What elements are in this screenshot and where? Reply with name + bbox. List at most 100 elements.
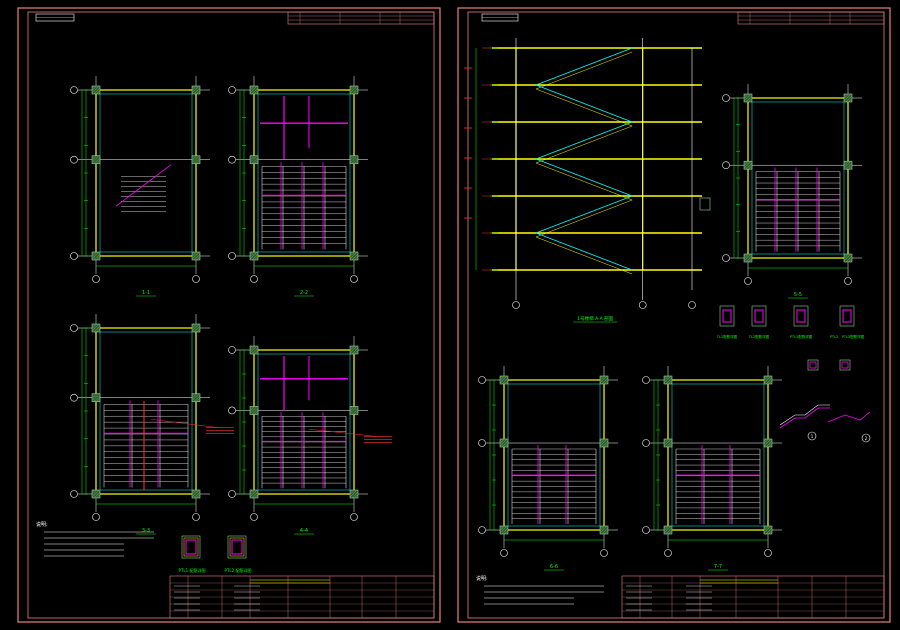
leader-line [308, 428, 377, 437]
column-hatch-icon [843, 93, 853, 103]
wall-outline [667, 379, 769, 531]
column-hatch-icon [699, 197, 711, 211]
column-hatch-icon [599, 375, 609, 385]
column-hatch-icon [249, 85, 259, 95]
axis-bubble-icon [92, 275, 100, 283]
axis-bubble-icon [228, 406, 236, 415]
axis-bubble-icon [600, 549, 608, 557]
sheet-right-inner-border [467, 11, 885, 619]
inner-outline [257, 93, 351, 253]
view-label: 2-2 [300, 290, 308, 296]
sheet-left-title-block [169, 575, 435, 619]
column-hatch-icon [743, 253, 753, 263]
stair-flight-soffit [535, 199, 633, 238]
rebar-detail [839, 359, 851, 371]
axis-bubble-icon [250, 513, 258, 521]
wall-outline [253, 349, 355, 495]
callout-number: 1 [811, 434, 814, 439]
column-hatch-icon [249, 489, 259, 499]
stair-plan-view: 3-3 [70, 314, 234, 535]
sheet-right-notes-heading: 说明: [476, 575, 488, 582]
axis-bubble-icon [228, 490, 236, 498]
axis-bubble-icon [192, 275, 200, 283]
column-hatch-icon [191, 393, 201, 403]
stair-plan-view: 7-7 [642, 366, 782, 571]
axis-bubble-icon [478, 439, 486, 447]
rebar-line [115, 164, 172, 207]
stair-plan-view: 1-1 [70, 76, 210, 297]
inner-outline [751, 101, 845, 255]
sheet-left-notes [44, 531, 154, 557]
stair-plan-view: 6-6 [478, 366, 618, 571]
axis-bubble-icon [70, 393, 78, 402]
axis-bubble-icon [512, 301, 520, 309]
view-label: 1号楼梯 A-A 剖面 [577, 315, 613, 322]
inner-outline [507, 383, 601, 527]
axis-bubble-icon [478, 376, 486, 384]
rebar-detail-label: TL1配筋详图 [716, 334, 738, 339]
sheet-right-title-block [621, 575, 885, 619]
column-hatch-icon [91, 489, 101, 499]
axis-bubble-icon [228, 155, 236, 164]
stair-plan-view: 4-4 [228, 336, 392, 535]
view-label: 3-3 [142, 528, 150, 534]
axis-bubble-icon [722, 94, 730, 102]
axis-bubble-icon [228, 86, 236, 94]
rebar-detail: PTL2、PTL3配筋详图 [830, 305, 865, 339]
column-hatch-icon [249, 251, 259, 261]
axis-bubble-icon [192, 513, 200, 521]
inner-outline [257, 353, 351, 491]
column-hatch-icon [249, 155, 259, 165]
stair-flight-soffit [535, 162, 633, 201]
inner-outline [671, 383, 765, 527]
wall-outline [503, 379, 605, 531]
axis-bubble-icon [642, 439, 650, 447]
column-hatch-icon [91, 393, 101, 403]
leader-line [150, 419, 219, 428]
wall-outline [95, 327, 197, 495]
column-hatch-icon [349, 85, 359, 95]
rebar-detail-label: TL2配筋详图 [748, 334, 770, 339]
axis-bubble-icon [228, 346, 236, 354]
column-hatch-icon [349, 345, 359, 355]
rebar-detail [807, 359, 819, 371]
column-hatch-icon [349, 489, 359, 499]
view-label: 1-1 [142, 290, 150, 296]
column-hatch-icon [349, 155, 359, 165]
axis-bubble-icon [250, 275, 258, 283]
stair-flight-soffit [535, 125, 633, 164]
stair-plan-view: 5-5 [722, 84, 862, 299]
stair-section-view: 1号楼梯 A-A 剖面 [464, 38, 711, 323]
view-label: 4-4 [300, 528, 308, 534]
column-hatch-icon [499, 525, 509, 535]
callout-number: 2 [865, 436, 868, 441]
column-hatch-icon [91, 251, 101, 261]
wall-outline [747, 97, 849, 259]
axis-bubble-icon [92, 513, 100, 521]
column-hatch-icon [763, 438, 773, 448]
axis-bubble-icon [642, 376, 650, 384]
column-hatch-icon [191, 85, 201, 95]
column-hatch-icon [763, 525, 773, 535]
axis-bubble-icon [500, 549, 508, 557]
column-hatch-icon [843, 160, 853, 170]
axis-bubble-icon [764, 549, 772, 557]
stair-flight [535, 232, 633, 271]
axis-bubble-icon [478, 526, 486, 534]
column-hatch-icon [191, 155, 201, 165]
column-hatch-icon [663, 525, 673, 535]
axis-bubble-icon [70, 155, 78, 164]
axis-bubble-icon [350, 275, 358, 283]
stair-flight [535, 121, 633, 160]
rebar-detail: PTL1 配筋详图 [179, 535, 205, 573]
rebar-line [827, 411, 871, 423]
axis-bubble-icon [722, 161, 730, 169]
axis-bubble-icon [844, 277, 852, 285]
wall-outline [95, 89, 197, 257]
sheet-left-revision-table [287, 11, 435, 25]
column-hatch-icon [743, 160, 753, 170]
column-hatch-icon [91, 155, 101, 165]
axis-bubble-icon [638, 301, 647, 309]
